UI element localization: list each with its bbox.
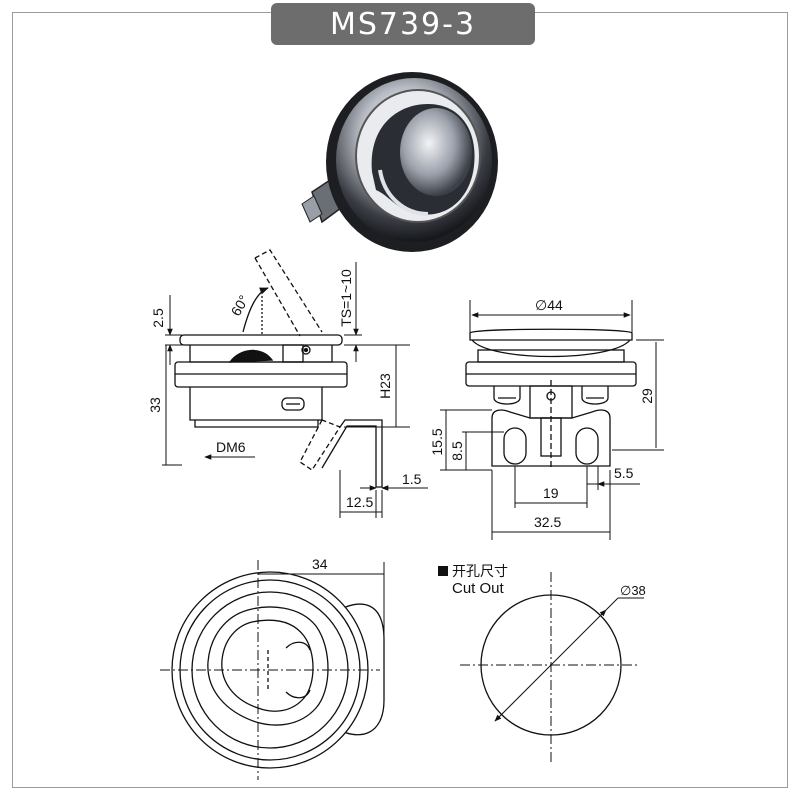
cutout-label-en: Cut Out: [452, 580, 505, 597]
front-view: [465, 328, 637, 470]
side-view: [174, 249, 383, 488]
dim-thickness-top: 2.5: [150, 308, 166, 328]
dim-width-34: 34: [312, 556, 328, 572]
dim-offset-12-5: 12.5: [346, 494, 373, 510]
bullet-square-icon: [438, 566, 448, 576]
dim-plate-1-5: 1.5: [402, 471, 422, 487]
dim-width-32-5: 32.5: [534, 514, 561, 530]
top-view-labels: 34: [312, 556, 328, 572]
dim-cutout-diameter: ∅38: [620, 583, 646, 598]
cutout-view: [460, 572, 644, 762]
dim-thread: DM6: [216, 439, 246, 455]
cutout-labels: 开孔尺寸 Cut Out ∅38: [438, 563, 646, 598]
side-view-labels: 2.5 60° TS=1~10 33 H23 DM6 12.5 1.5: [147, 269, 422, 510]
dim-height-15-5: 15.5: [429, 428, 445, 455]
front-view-dimensions: [440, 300, 664, 540]
dim-height-8-5: 8.5: [449, 441, 465, 461]
side-view-dimensions: [162, 262, 428, 518]
top-view-dimensions: [160, 560, 385, 780]
dim-width-5-5: 5.5: [614, 465, 634, 481]
front-view-labels: ∅44 29 15.5 8.5 19 5.5 32.5: [429, 297, 655, 530]
product-photo: [301, 72, 498, 252]
cutout-label-cn: 开孔尺寸: [452, 563, 508, 579]
dim-height-29: 29: [639, 388, 655, 404]
dim-ts-range: TS=1~10: [338, 269, 354, 327]
dim-h23: H23: [377, 373, 393, 399]
dim-diameter-44: ∅44: [535, 297, 563, 313]
model-title: MS739-3: [271, 3, 535, 45]
dim-width-19: 19: [543, 485, 559, 501]
dim-height-total: 33: [147, 397, 163, 413]
